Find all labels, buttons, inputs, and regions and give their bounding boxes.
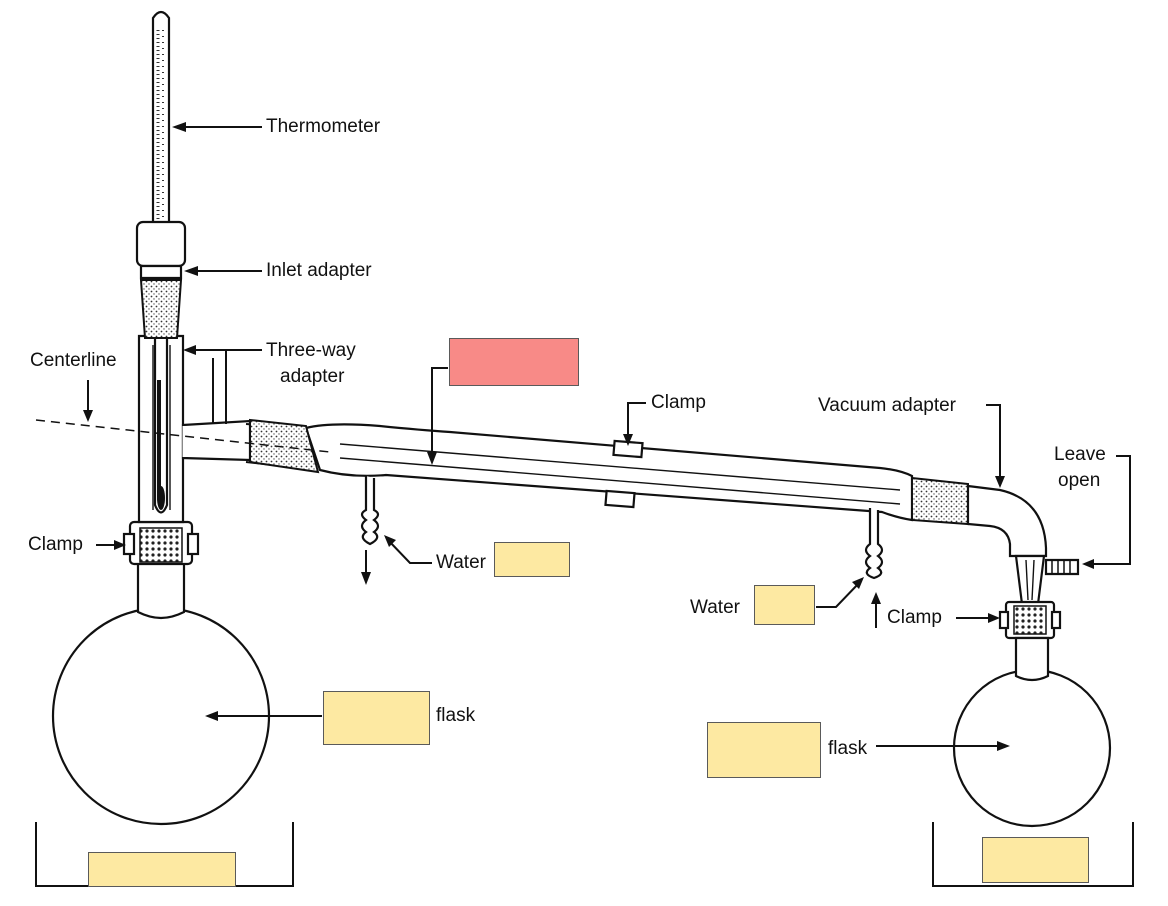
- vacuum-adapter: [911, 476, 1080, 606]
- right-bath-answer-box[interactable]: [982, 837, 1089, 883]
- vacuum-adapter-label: Vacuum adapter: [818, 395, 957, 416]
- left-heat-source-answer-box[interactable]: [88, 852, 236, 887]
- clamp-top-label: Clamp: [651, 392, 706, 413]
- leave-open-label-line2: open: [1058, 470, 1101, 491]
- water-left-label: Water: [436, 552, 486, 573]
- right-heating-bath: [932, 822, 1134, 887]
- water-right-label: Water: [690, 597, 740, 618]
- thermometer-label: Thermometer: [266, 116, 381, 137]
- distilling-flask: [51, 558, 271, 826]
- right-flask-answer-box[interactable]: [707, 722, 821, 778]
- three-way-adapter-label-line1: Three-way: [266, 340, 356, 361]
- inlet-adapter-drawing: [135, 220, 187, 339]
- centerline-label: Centerline: [30, 350, 117, 371]
- inlet-adapter-label: Inlet adapter: [266, 260, 372, 281]
- receiving-flask: [952, 636, 1112, 828]
- water-right-answer-box[interactable]: [754, 585, 815, 625]
- left-flask-answer-box[interactable]: [323, 691, 430, 745]
- condenser-answer-box[interactable]: [449, 338, 579, 386]
- leader-lines: [83, 122, 1131, 751]
- centerline: [35, 419, 331, 453]
- flask-left-label: flask: [436, 705, 476, 726]
- three-way-adapter: [137, 334, 252, 524]
- clamp-left-label: Clamp: [28, 534, 83, 555]
- condenser: [245, 418, 914, 580]
- right-flask-clamp: [998, 600, 1062, 640]
- flask-right-label: flask: [828, 738, 868, 759]
- three-way-adapter-label-line2: adapter: [280, 366, 345, 387]
- leave-open-label-line1: Leave: [1054, 444, 1106, 465]
- left-flask-clamp: [122, 520, 200, 566]
- clamp-right-label: Clamp: [887, 607, 942, 628]
- water-left-answer-box[interactable]: [494, 542, 570, 577]
